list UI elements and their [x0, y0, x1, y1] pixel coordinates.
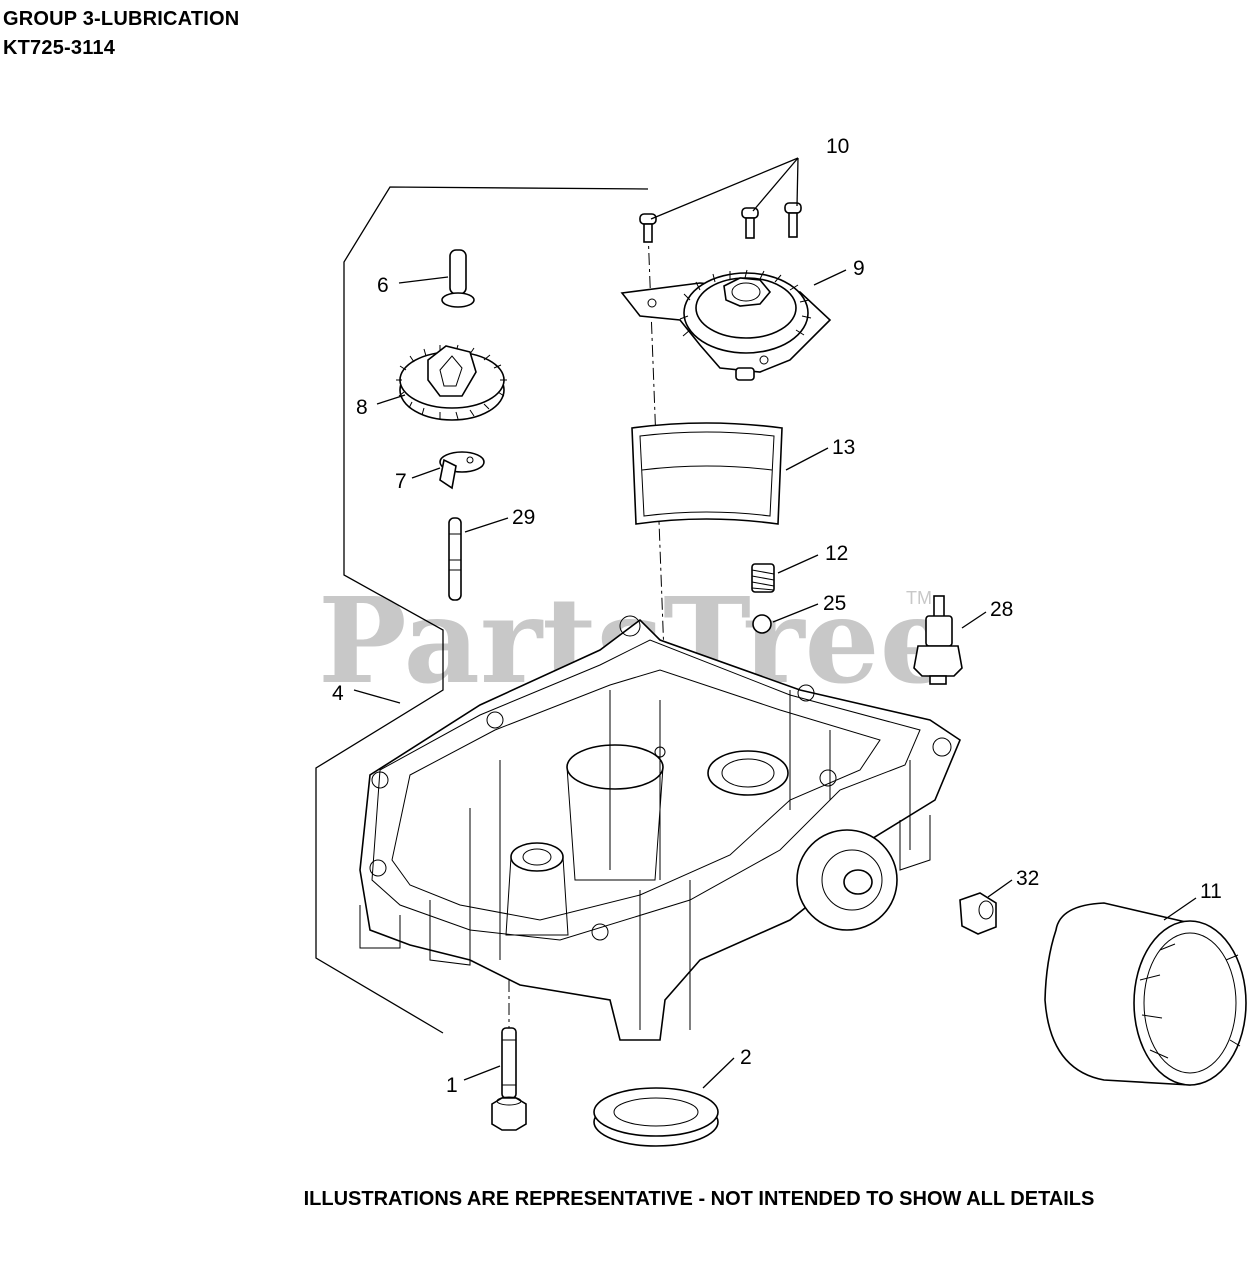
disclaimer-note: ILLUSTRATIONS ARE REPRESENTATIVE - NOT I… [303, 1188, 1095, 1210]
callout-13: 13 [832, 436, 855, 459]
diagram-title: GROUP 3-LUBRICATION [3, 8, 240, 30]
callout-11: 11 [1200, 880, 1222, 903]
callout-6: 6 [377, 274, 389, 297]
callout-9: 9 [853, 257, 865, 280]
watermark-trademark: TM [906, 588, 932, 608]
screw-part-10[interactable] [639, 202, 802, 243]
leader-lines [353, 157, 1197, 1089]
oil-pan-part-4[interactable] [359, 615, 961, 1041]
callout-12: 12 [825, 542, 848, 565]
bolt-part-1[interactable] [491, 1027, 527, 1131]
callout-29: 29 [512, 506, 535, 529]
screen-part-13[interactable] [631, 422, 783, 525]
callout-10: 10 [826, 135, 849, 158]
shaft-part-29[interactable] [448, 517, 462, 601]
oil-filter-part-11[interactable] [1044, 902, 1247, 1086]
pin-part-6[interactable] [441, 249, 475, 308]
callout-7: 7 [395, 470, 407, 493]
spring-part-12[interactable] [751, 563, 775, 593]
callout-8: 8 [356, 396, 368, 419]
callout-32: 32 [1016, 867, 1039, 890]
plug-part-32[interactable] [959, 892, 997, 935]
callout-1: 1 [446, 1074, 458, 1097]
plate-part-7[interactable] [439, 451, 485, 490]
assembly-bracket-line [315, 186, 649, 1034]
pressure-switch-part-28[interactable] [913, 595, 963, 685]
ball-part-25[interactable] [752, 614, 772, 634]
seal-part-2[interactable] [593, 1087, 719, 1147]
gear-part-8[interactable] [396, 344, 507, 421]
callout-4: 4 [332, 682, 344, 705]
oil-pump-part-9[interactable] [620, 269, 832, 381]
callout-2: 2 [740, 1046, 752, 1069]
callout-28: 28 [990, 598, 1013, 621]
callout-25: 25 [823, 592, 846, 615]
model-number: KT725-3114 [3, 37, 116, 59]
